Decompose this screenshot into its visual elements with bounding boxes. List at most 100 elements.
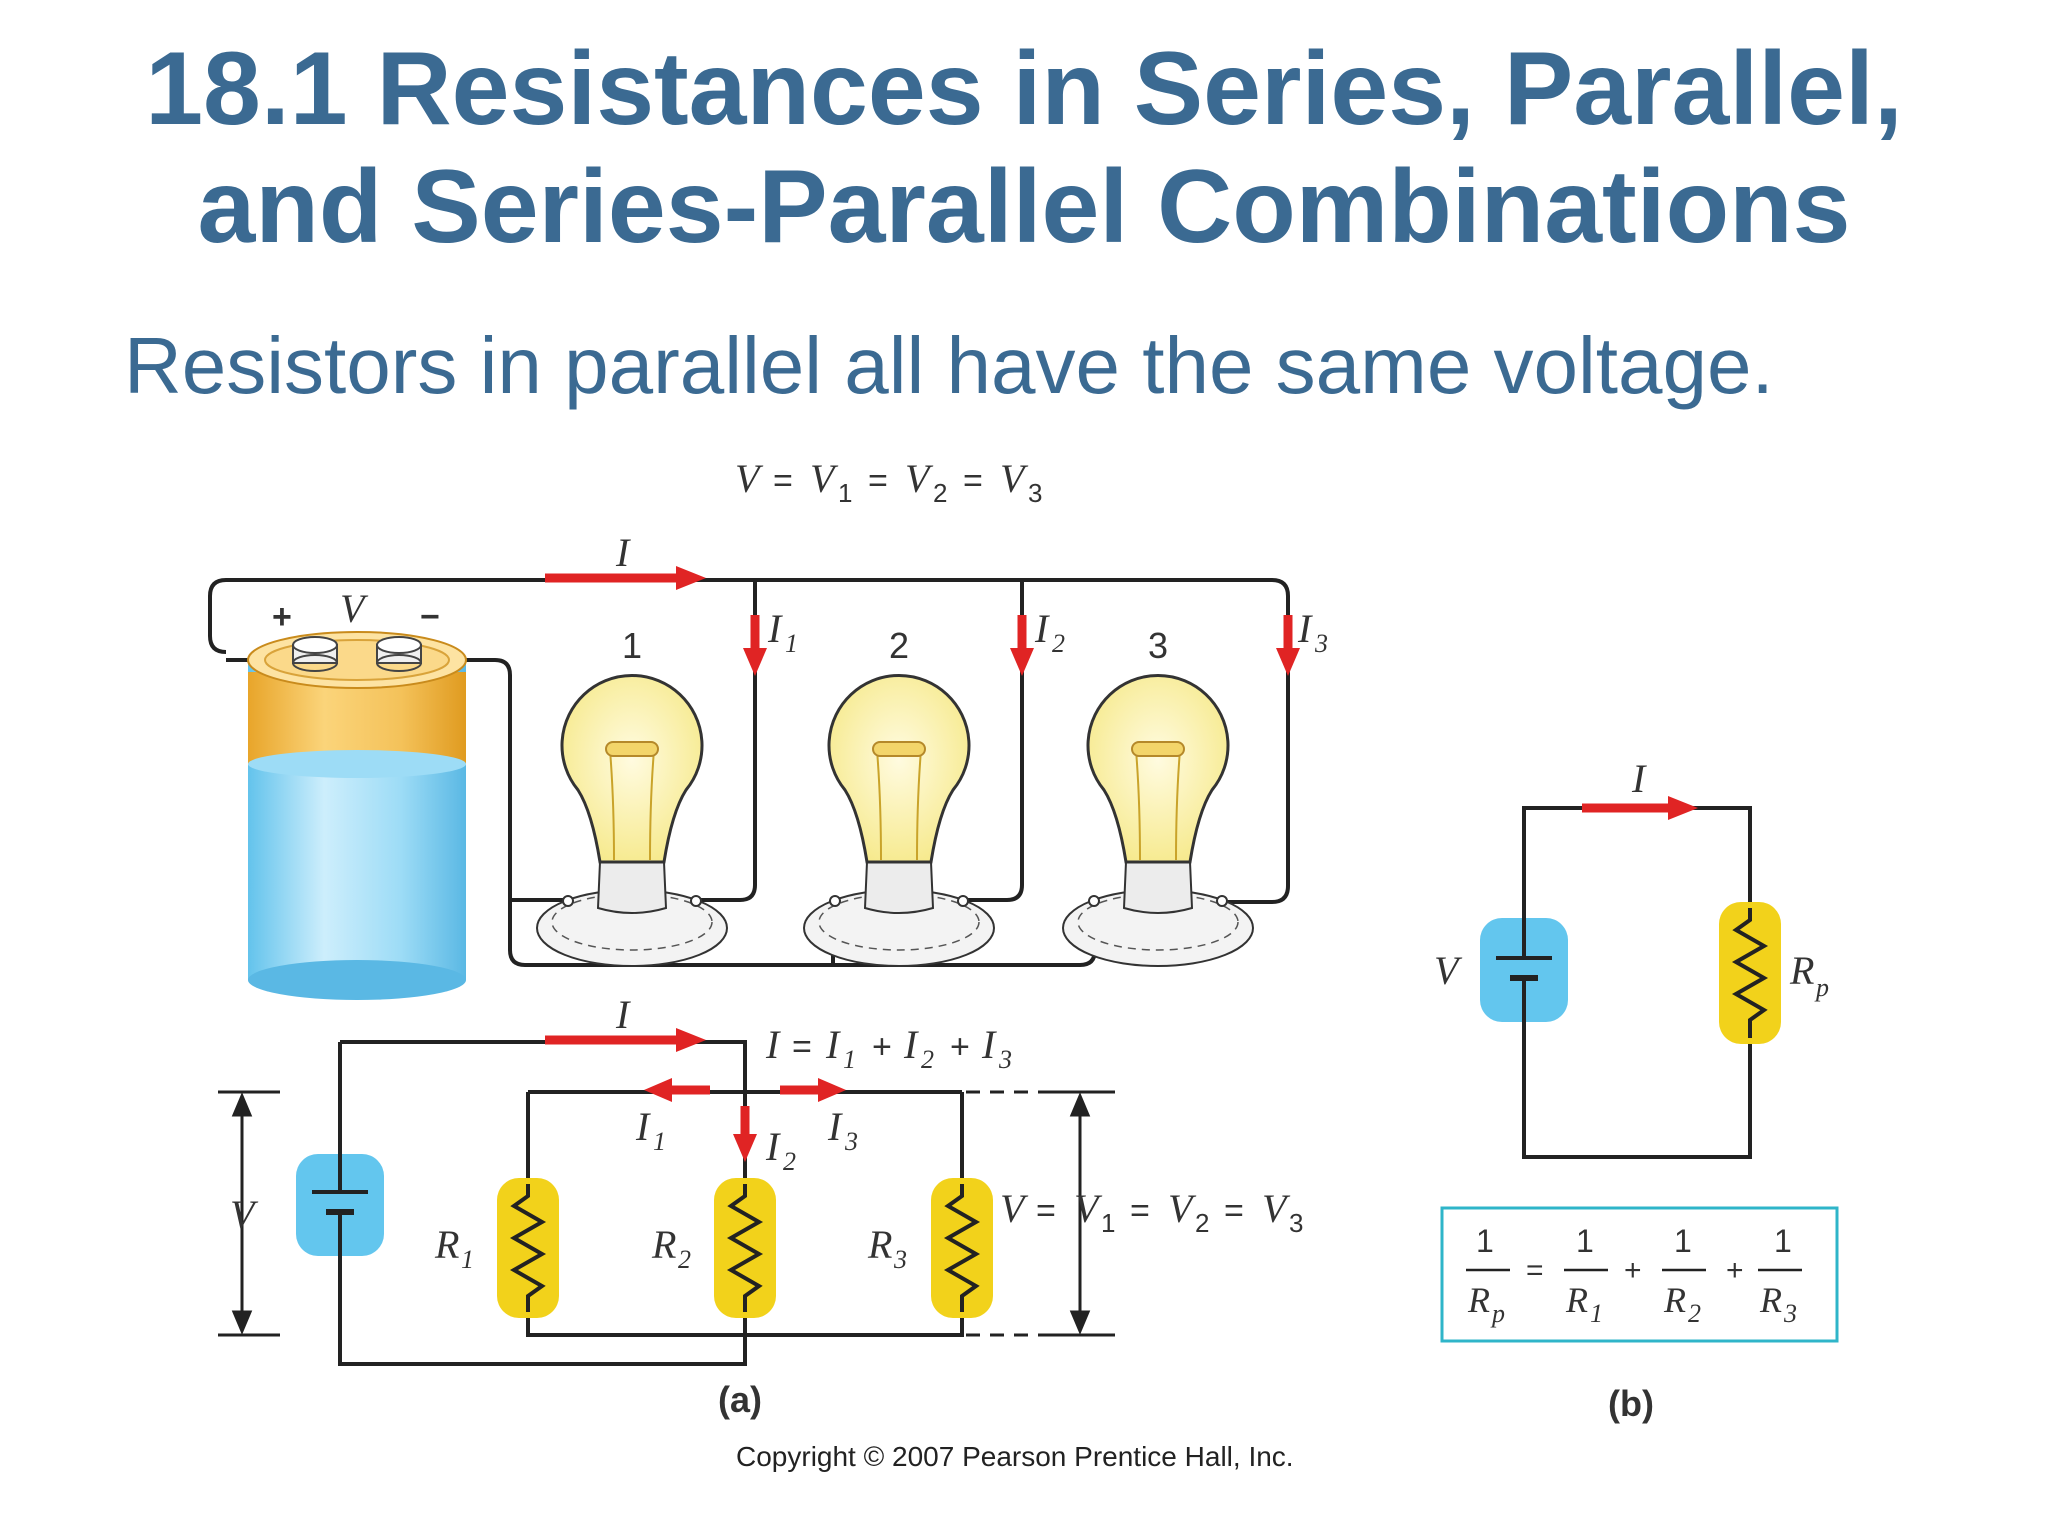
bulb-3: 3 — [1062, 625, 1254, 967]
label-R3: R 3 — [867, 1222, 907, 1274]
svg-text:I: I — [765, 1022, 781, 1067]
svg-text:V: V — [1074, 1186, 1103, 1231]
svg-text:R: R — [1789, 948, 1814, 993]
resistor-Rp — [1719, 902, 1781, 1044]
svg-text:1: 1 — [843, 1045, 856, 1074]
svg-text:R: R — [867, 1222, 892, 1267]
eq-sign-2: = — [868, 462, 888, 500]
battery-terminal-positive — [292, 636, 338, 672]
eq-v3: V — [1000, 456, 1029, 501]
arrow-I3 — [1276, 615, 1300, 676]
svg-text:1: 1 — [1774, 1223, 1792, 1259]
svg-text:R: R — [651, 1222, 676, 1267]
svg-text:3: 3 — [893, 1245, 907, 1274]
svg-text:=: = — [792, 1028, 812, 1066]
caption-a: (a) — [718, 1379, 762, 1420]
bulb-1-label: 1 — [622, 625, 642, 666]
arrow-I-schematic — [545, 1028, 706, 1052]
svg-text:2: 2 — [1195, 1208, 1209, 1238]
eq-v1-sub: 1 — [838, 478, 852, 508]
label-I-schematic: I — [615, 992, 631, 1037]
eq-v2-sub: 2 — [933, 478, 947, 508]
eq-sign-1: = — [773, 462, 793, 500]
svg-text:I: I — [1034, 606, 1050, 651]
svg-text:1: 1 — [1101, 1208, 1115, 1238]
svg-text:I: I — [765, 1124, 781, 1169]
svg-text:=: = — [1224, 1192, 1244, 1230]
eq-v: V — [735, 456, 764, 501]
svg-text:1: 1 — [1590, 1299, 1603, 1328]
formula-plus-2: + — [1726, 1254, 1744, 1287]
title-line-1: 18.1 Resistances in Series, Parallel, — [145, 31, 1903, 147]
top-equation: V = V 1 = V 2 = V 3 — [735, 456, 1042, 508]
slide-title: 18.1 Resistances in Series, Parallel, an… — [0, 30, 2048, 266]
label-I2-schematic: I 2 — [765, 1124, 796, 1176]
svg-text:R: R — [1663, 1280, 1686, 1320]
arrow-I2-schematic — [733, 1106, 757, 1162]
svg-text:I: I — [981, 1022, 997, 1067]
svg-text:I: I — [1297, 606, 1313, 651]
copyright-notice: Copyright © 2007 Pearson Prentice Hall, … — [736, 1441, 1294, 1472]
svg-text:=: = — [1130, 1192, 1150, 1230]
svg-text:I: I — [903, 1022, 919, 1067]
label-I-top: I — [615, 530, 631, 575]
label-I-b: I — [1631, 756, 1647, 801]
svg-text:R: R — [1467, 1280, 1490, 1320]
svg-text:3: 3 — [844, 1127, 858, 1156]
resistor-R2 — [714, 1178, 776, 1318]
svg-text:1: 1 — [1476, 1223, 1494, 1259]
label-I3-schematic: I 3 — [827, 1104, 858, 1156]
svg-text:1: 1 — [461, 1245, 474, 1274]
arrow-I1 — [743, 615, 767, 676]
bulb-3-label: 3 — [1148, 625, 1168, 666]
equivalent-resistance-formula: 1 R p = 1 R 1 + 1 R 2 + 1 — [1440, 1206, 1839, 1343]
bulb-1: 1 — [536, 625, 728, 967]
top-wire — [208, 578, 1290, 904]
svg-text:R: R — [1565, 1280, 1588, 1320]
eq-v1: V — [810, 456, 839, 501]
drop-wire-2 — [955, 580, 1024, 902]
svg-text:I: I — [827, 1104, 843, 1149]
label-I2-top: I 2 — [1034, 606, 1065, 658]
battery-terminal-negative — [376, 636, 422, 672]
formula-eq: = — [1526, 1254, 1544, 1287]
svg-text:2: 2 — [783, 1147, 796, 1176]
svg-text:2: 2 — [1688, 1299, 1701, 1328]
fraction-R3: 1 R 3 — [1758, 1223, 1802, 1328]
title-line-2: and Series-Parallel Combinations — [197, 149, 1851, 265]
fraction-Rp: 1 R p — [1466, 1223, 1510, 1328]
battery-v-label: V — [340, 586, 369, 631]
svg-text:V: V — [1000, 1186, 1029, 1231]
label-I1-top: I 1 — [767, 606, 798, 658]
schematic-b: I V R p 1 R p = 1 — [1434, 756, 1839, 1424]
label-V-b: V — [1434, 948, 1463, 993]
schematic-a-arrows — [545, 1028, 846, 1162]
svg-text:1: 1 — [1674, 1223, 1692, 1259]
svg-text:2: 2 — [921, 1045, 934, 1074]
svg-text:3: 3 — [1783, 1299, 1797, 1328]
label-R1: R 1 — [434, 1222, 474, 1274]
svg-text:+: + — [872, 1028, 892, 1066]
eq-v3-sub: 3 — [1028, 478, 1042, 508]
fraction-R1: 1 R 1 — [1564, 1223, 1608, 1328]
resistor-R1 — [497, 1178, 559, 1318]
arrow-I-b — [1582, 796, 1698, 820]
schematic-a: V — [218, 992, 1303, 1420]
label-R2: R 2 — [651, 1222, 691, 1274]
schematic-b-battery — [1480, 918, 1568, 1022]
svg-text:I: I — [635, 1104, 651, 1149]
svg-text:+: + — [950, 1028, 970, 1066]
slide-subtitle: Resistors in parallel all have the same … — [124, 321, 1774, 410]
return-wire — [226, 658, 1097, 967]
drop-wire-1 — [690, 580, 757, 902]
bulb-2-label: 2 — [889, 625, 909, 666]
svg-text:I: I — [767, 606, 783, 651]
schematic-a-V-left: V — [230, 1192, 259, 1237]
current-sum-equation: I = I 1 + I 2 + I 3 — [765, 1022, 1012, 1074]
svg-text:V: V — [1262, 1186, 1291, 1231]
svg-text:3: 3 — [1289, 1208, 1303, 1238]
formula-plus-1: + — [1624, 1254, 1642, 1287]
formula-box — [1440, 1206, 1839, 1343]
eq-v2: V — [905, 456, 934, 501]
